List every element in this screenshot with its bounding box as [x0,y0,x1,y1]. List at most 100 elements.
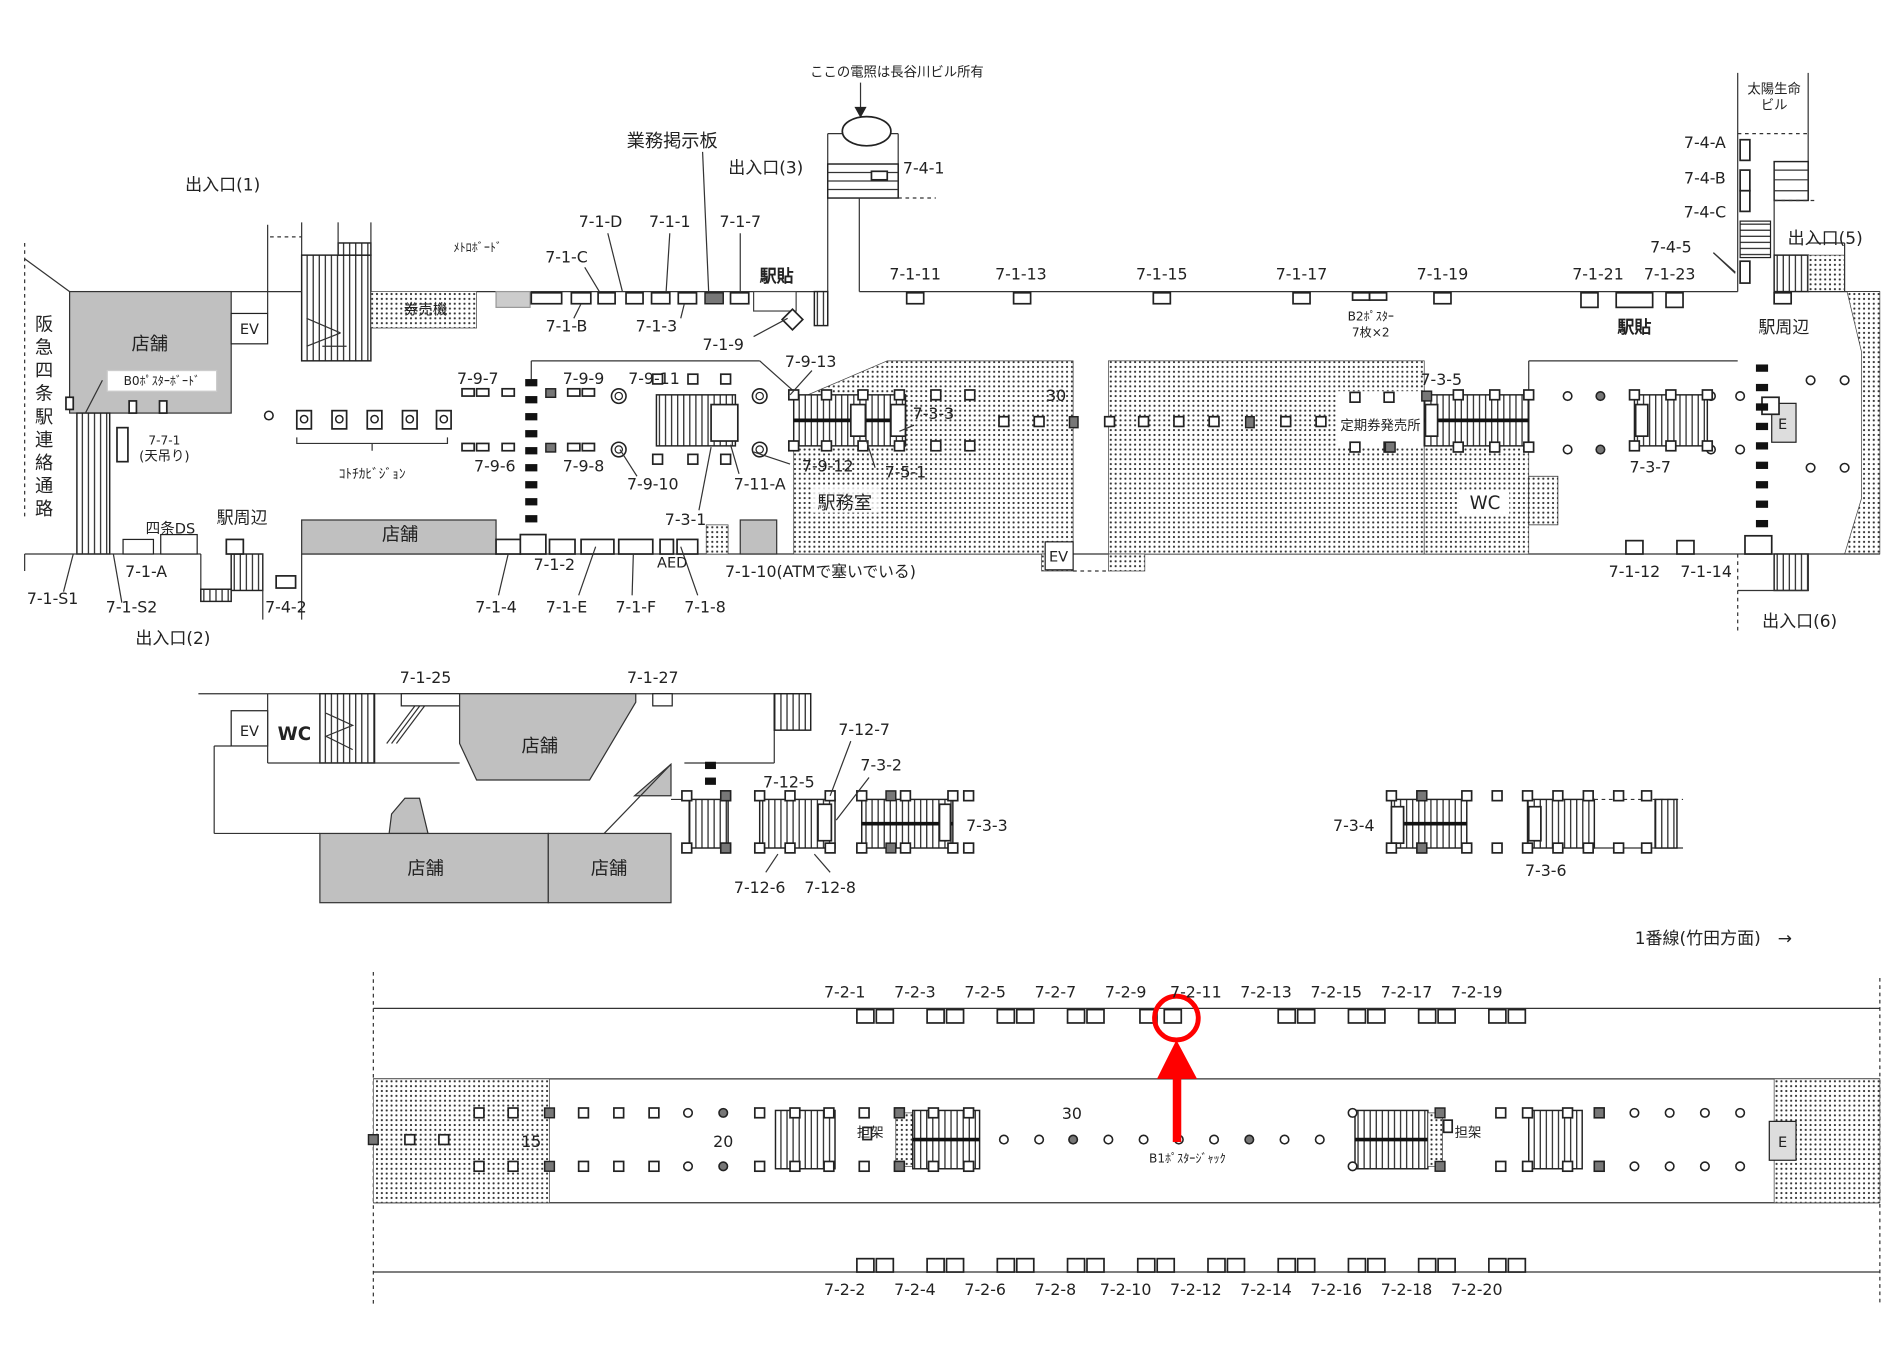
ad-frame [789,1107,801,1119]
concourse-ad-ids-label: 7-4-5 [1650,238,1692,257]
ad-frame [1433,291,1452,305]
ad-frame [856,1008,875,1024]
notes-label: B1ﾎﾟｽﾀｰｼﾞｬｯｸ [1149,1152,1226,1166]
ad-frame [475,387,490,397]
tactile-mark [1755,500,1769,508]
mezzanine-ad-ids-label: 7-3-3 [966,816,1008,835]
facilities-label: WC [278,724,311,745]
platform-south-ids-label: 7-2-6 [964,1280,1006,1299]
mezzanine-ad-ids-label: 7-12-6 [734,878,786,897]
ad-frame [930,440,942,452]
ad-frame [1015,1008,1035,1024]
ad-frame [753,842,766,854]
concourse-ad-ids-label: 7-3-3 [913,404,955,423]
ad-frame [543,1160,556,1172]
ad-frame [1347,1008,1367,1024]
ad-frame [1068,415,1079,429]
tactile-mark [1755,383,1769,392]
notes-label: 業務掲示板 [627,131,718,152]
ad-frame [964,389,976,401]
ad-frame [1277,1008,1297,1024]
facilities-label: EV [240,723,259,740]
facilities-label: WC [1470,493,1501,514]
ad-frame [926,1257,945,1273]
ad-frame [1489,389,1501,401]
ad-frame [753,790,766,802]
tactile-mark [525,396,538,404]
tactile-mark [525,430,538,438]
ad-frame [856,842,868,854]
ad-frame [1367,1257,1386,1273]
ad-frame [1244,415,1255,429]
platform-north-ids-label: 7-2-19 [1451,982,1503,1001]
facilities-label: 定期券発売所 [1340,418,1420,434]
ad-frame [857,440,869,452]
pillar-icon [718,1107,729,1118]
platform-north-ids-label: 7-2-3 [894,982,936,1001]
platform-north-ids-label: 7-2-7 [1035,982,1077,1001]
concourse-ad-ids-label: 7-9-10 [627,475,679,494]
ad-frame [1461,790,1473,802]
ad-frame [719,453,732,465]
ad-frame [1561,1107,1574,1119]
concourse-ad-ids-label: 7-9-12 [802,456,854,475]
facilities-label: 券売機 [404,302,448,319]
ad-frame [577,1107,590,1119]
ad-frame [473,1160,485,1173]
concourse-ad-ids-label: 7-3-5 [1421,370,1463,389]
ad-frame [650,291,671,305]
facilities-label: 店舗 [591,859,627,880]
station-tags-label: 駅貼 [759,266,794,287]
entrances-label: 出入口(1) [185,176,260,196]
ad-frame [856,790,868,802]
pillar-icon [1034,1134,1045,1145]
ad-frame [1137,415,1150,428]
ad-frame [719,373,732,385]
notes-label: ﾒﾄﾛﾎﾞｰﾄﾞ [454,240,503,254]
pillar-icon [682,1107,694,1118]
ad-frame [687,373,699,385]
platform-south-ids-label: 7-2-8 [1035,1280,1077,1299]
ad-frame [651,373,664,385]
ad-frame [1582,842,1594,854]
ad-frame [501,442,516,452]
ad-frame [1523,389,1535,401]
pillar-icon [1068,1134,1079,1145]
ad-frame [597,291,616,305]
pillar-icon [751,441,768,458]
notes-label: 7枚×2 [1352,325,1390,340]
ad-frame [1437,1257,1456,1273]
ad-frame [1676,539,1695,555]
concourse-ad-ids-label: 7-1-1 [649,212,691,231]
ad-frame [824,842,836,854]
ad-frame [659,538,675,555]
ad-frame [996,1008,1016,1024]
ad-frame [1277,1257,1297,1273]
pillar-icon [1735,1107,1746,1118]
ad-frame [1152,291,1172,305]
ad-frame [1349,391,1361,403]
ad-frame [1521,842,1534,854]
ad-frame [1226,1257,1246,1273]
facilities-label: 駅務室 [817,493,872,514]
ad-frame [1593,1107,1605,1119]
ad-frame [1208,415,1220,428]
pillar-icon [1244,1134,1255,1145]
elevator-box [230,312,269,345]
ad-frame [885,842,897,854]
ad-frame [580,538,615,555]
tactile-mark [525,447,538,455]
concourse-ad-ids-label: 7-1-F [615,597,656,616]
ad-frame [962,842,975,854]
ad-frame [1437,1008,1456,1024]
concourse-ad-ids-label: 7-5-1 [885,462,927,481]
pillar-icon [1279,1134,1290,1145]
ad-frame [1552,790,1564,802]
ad-frame [1416,842,1428,854]
ad-frame [461,387,476,397]
monitor-icon [401,409,418,430]
ad-frame [1701,389,1714,401]
ad-frame [581,387,596,397]
ad-frame [1421,390,1433,402]
